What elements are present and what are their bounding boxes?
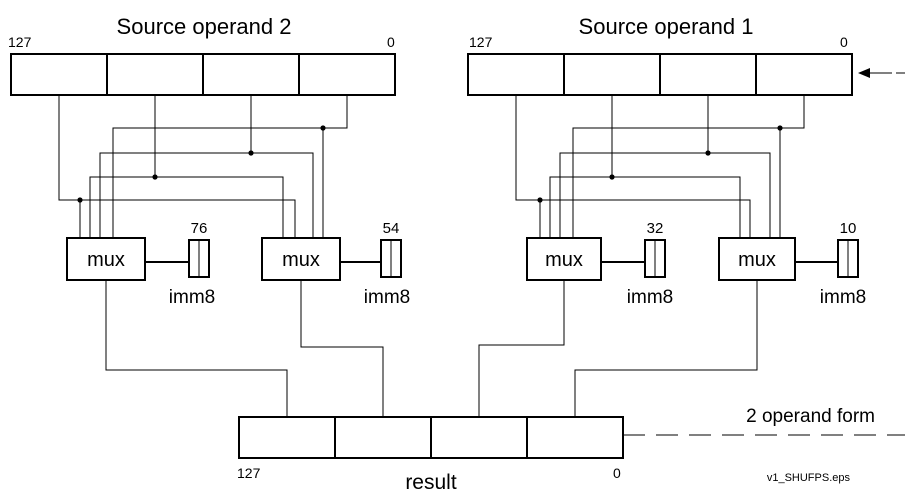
source-operand-1-bit-low: 0 bbox=[840, 34, 848, 50]
mux-2-selector: 54 bbox=[383, 220, 400, 237]
mux-3-imm8: imm8 bbox=[627, 287, 673, 308]
result-title: result bbox=[405, 471, 457, 489]
source-operand-1-bit-high: 127 bbox=[469, 34, 493, 50]
result-register bbox=[238, 416, 624, 459]
file-name-label: v1_SHUFPS.eps bbox=[767, 472, 851, 484]
source-operand-2-register bbox=[10, 53, 396, 96]
source-operand-2-bit-low: 0 bbox=[387, 34, 395, 50]
source-operand-1-register bbox=[467, 53, 853, 96]
source-operand-1-title: Source operand 1 bbox=[579, 14, 754, 39]
mux-3: mux 32 imm8 bbox=[526, 220, 673, 308]
two-operand-form-label: 2 operand form bbox=[746, 406, 875, 427]
mux-2: mux 54 imm8 bbox=[261, 220, 410, 308]
source-operand-2-bit-high: 127 bbox=[8, 34, 32, 50]
mux-2-imm8: imm8 bbox=[364, 287, 410, 308]
mux-4-label: mux bbox=[738, 249, 776, 271]
input-arrow-icon bbox=[858, 68, 905, 78]
mux-4-imm8: imm8 bbox=[820, 287, 866, 308]
mux-4-selector: 10 bbox=[840, 220, 857, 237]
result-wiring bbox=[105, 280, 758, 417]
mux-1-label: mux bbox=[87, 249, 125, 271]
result-bit-low: 0 bbox=[613, 465, 621, 481]
source-operand-1-wiring bbox=[515, 95, 805, 238]
mux-1: mux 76 imm8 bbox=[66, 220, 215, 308]
mux-1-selector: 76 bbox=[191, 220, 208, 237]
mux-1-imm8: imm8 bbox=[169, 287, 215, 308]
mux-3-label: mux bbox=[545, 249, 583, 271]
source-operand-2-title: Source operand 2 bbox=[117, 14, 292, 39]
mux-4: mux 10 imm8 bbox=[718, 220, 866, 308]
mux-3-selector: 32 bbox=[647, 220, 664, 237]
source-operand-2-wiring bbox=[58, 95, 348, 238]
mux-2-label: mux bbox=[282, 249, 320, 271]
result-bit-high: 127 bbox=[237, 465, 261, 481]
